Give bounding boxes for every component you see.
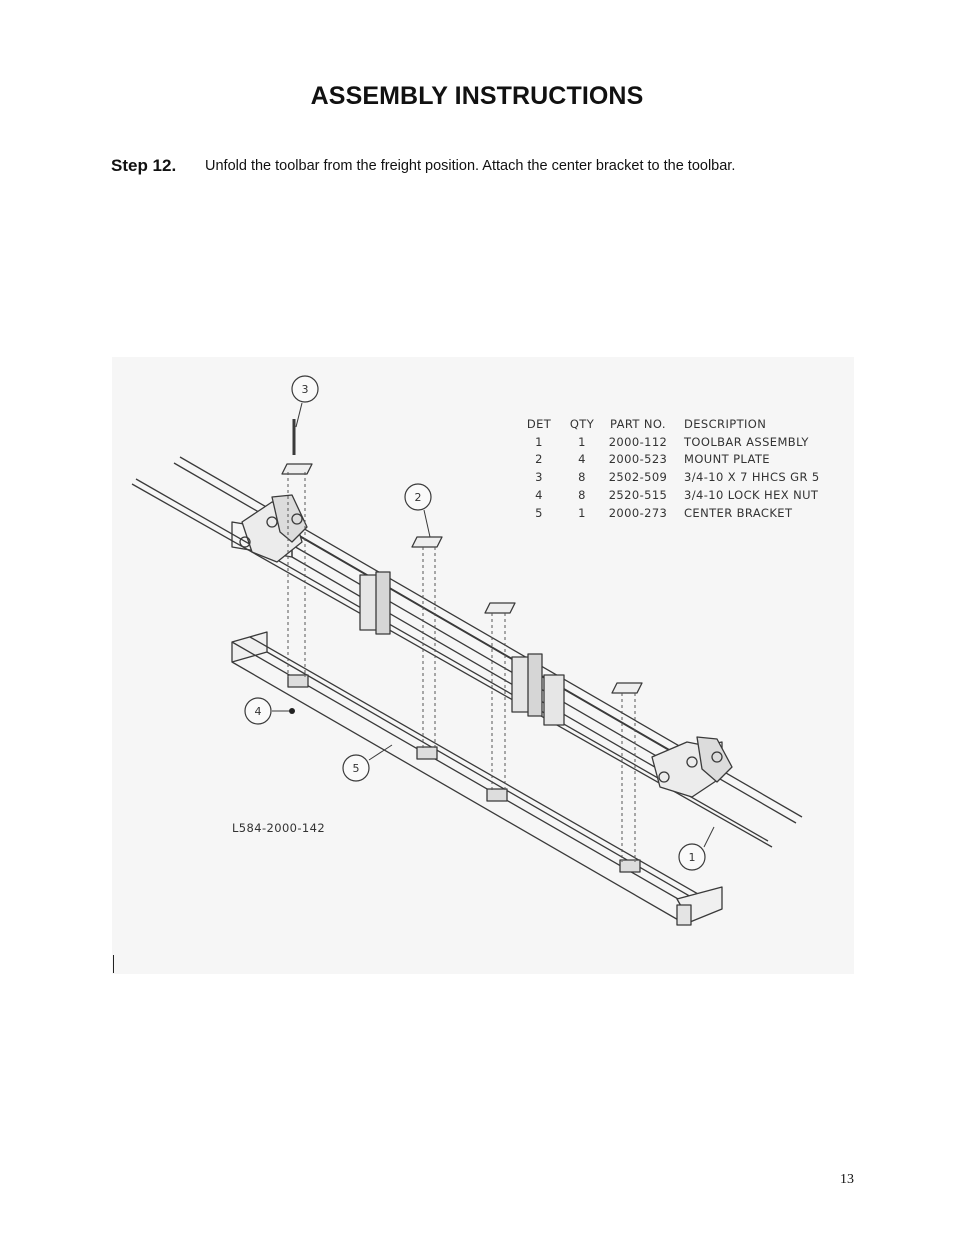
table-row: 1 1 2000-112 TOOLBAR ASSEMBLY: [516, 434, 820, 454]
cell-qty: 8: [578, 487, 586, 502]
cell-part: 2502-509: [608, 470, 668, 485]
cell-det: 4: [535, 487, 543, 502]
cell-det: 1: [535, 434, 543, 449]
cell-qty: 1: [578, 505, 586, 520]
cell-part: 2000-273: [608, 505, 668, 520]
parts-table: DET QTY PART NO. DESCRIPTION 1 1 2000-11…: [516, 417, 820, 525]
loose-plate-2: [411, 536, 443, 548]
cell-det: 2: [535, 452, 543, 467]
cell-desc: 3/4-10 LOCK HEX NUT: [684, 487, 819, 502]
cell-qty: 4: [578, 452, 586, 467]
loose-plate-3: [484, 602, 516, 614]
table-row: 5 1 2000-273 CENTER BRACKET: [516, 505, 820, 525]
col-part-no: PART NO.: [610, 417, 666, 431]
table-row: 2 4 2000-523 MOUNT PLATE: [516, 453, 820, 471]
cell-det: 3: [535, 470, 543, 485]
callout-3: 3: [302, 383, 309, 396]
cell-qty: 8: [578, 470, 586, 485]
col-description: DESCRIPTION: [684, 417, 767, 431]
page-number: 13: [840, 1172, 854, 1187]
callout-5: 5: [353, 762, 360, 775]
cell-part: 2520-515: [608, 487, 668, 502]
margin-change-bar: [113, 955, 114, 973]
col-det: DET: [526, 417, 552, 431]
callout-1-circle: [678, 843, 706, 871]
page-title: ASSEMBLY INSTRUCTIONS: [310, 82, 644, 110]
drawing-number: L584-2000-142: [232, 821, 326, 835]
loose-plate-1: [281, 463, 313, 475]
step-label: Step 12.: [111, 156, 177, 175]
table-row: 3 8 2502-509 3/4-10 X 7 HHCS GR 5: [516, 470, 820, 489]
callout-2: 2: [415, 491, 422, 504]
callout-1: 1: [689, 851, 696, 864]
table-row: 4 8 2520-515 3/4-10 LOCK HEX NUT: [516, 487, 820, 507]
callout-4: 4: [255, 705, 262, 718]
col-qty: QTY: [569, 417, 595, 431]
cell-part: 2000-112: [608, 434, 668, 449]
loose-plate-4: [611, 682, 643, 694]
callout-4-circle: [244, 697, 272, 725]
cell-det: 5: [535, 505, 543, 520]
callout-5-circle: [342, 754, 370, 782]
cell-desc: MOUNT PLATE: [684, 452, 770, 467]
parts-table-header: DET QTY PART NO. DESCRIPTION: [516, 417, 820, 436]
callout-3-circle: [291, 375, 319, 403]
assembly-drawing: 3 2 4 5 1 DET QTY PART NO. DESCRIPTION 1…: [112, 357, 854, 974]
toolbar-line-art: 3 2 4 5 1: [131, 375, 803, 926]
cell-desc: CENTER BRACKET: [684, 505, 793, 520]
cell-qty: 1: [578, 434, 586, 449]
step-text: Unfold the toolbar from the freight posi…: [205, 158, 736, 174]
cell-part: 2000-523: [608, 452, 668, 467]
cell-desc: TOOLBAR ASSEMBLY: [684, 434, 809, 449]
cell-desc: 3/4-10 X 7 HHCS GR 5: [684, 470, 820, 485]
callout-2-circle: [404, 483, 432, 511]
